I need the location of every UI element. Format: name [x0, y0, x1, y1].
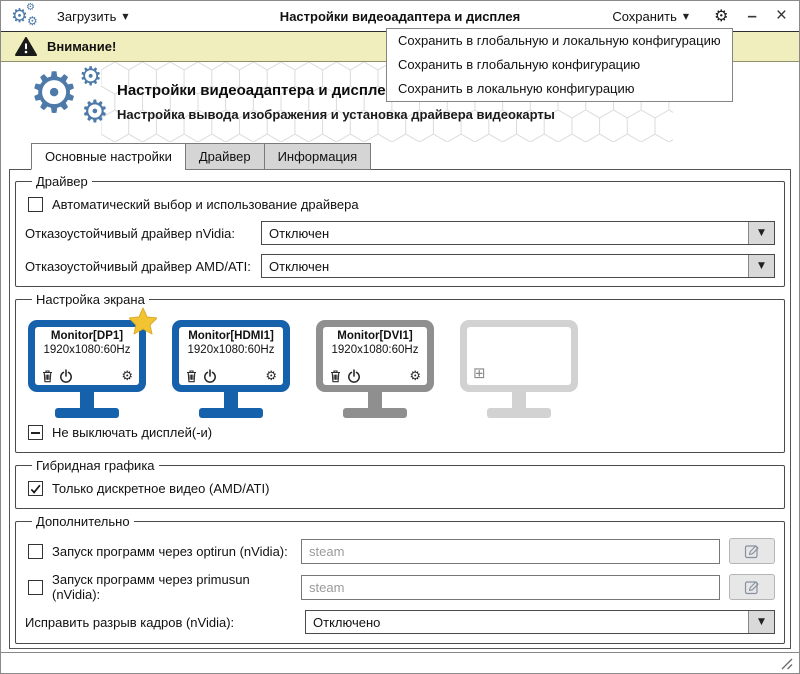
checkmark-icon: [30, 484, 41, 494]
monitor-dvi1[interactable]: Monitor[DVI1] 1920x1080:60Hz ⚙: [316, 320, 434, 418]
failsafe-amd-value: Отключен: [269, 259, 330, 274]
minimize-button[interactable]: –: [747, 5, 757, 25]
failsafe-nvidia-dropdown-button[interactable]: ▼: [748, 222, 774, 244]
chevron-down-icon: ▼: [758, 617, 765, 627]
trash-icon[interactable]: [185, 369, 198, 383]
monitor-resolution: 1920x1080:60Hz: [187, 344, 275, 356]
primusrun-checkbox[interactable]: [28, 579, 43, 595]
app-gears-icon: ⚙⚙⚙: [11, 2, 38, 28]
monitor-gear-icon[interactable]: ⚙: [265, 368, 277, 384]
failsafe-amd-label: Отказоустойчивый драйвер AMD/ATI:: [25, 258, 251, 274]
primusrun-label: Запуск программ через primusun (nVidia):: [52, 572, 250, 602]
tearing-fix-value: Отключено: [313, 615, 381, 630]
keep-display-on-checkbox[interactable]: [28, 425, 43, 440]
tearing-fix-dropdown-button[interactable]: ▼: [748, 611, 774, 633]
window-title: Настройки видеоадаптера и дисплея: [279, 9, 521, 24]
add-monitor-icon[interactable]: ⊞: [473, 364, 486, 382]
menu-item-save-global[interactable]: Сохранить в глобальную конфигурацию: [398, 57, 641, 72]
header-gears-icon: ⚙⚙⚙: [29, 62, 109, 130]
chevron-down-icon: ▼: [122, 11, 129, 21]
settings-gear-icon[interactable]: ⚙: [714, 6, 729, 25]
tab-information[interactable]: Информация: [263, 143, 372, 170]
screen-group: Настройка экрана Monitor[DP1] 1920x1080:…: [15, 292, 785, 453]
discrete-only-label: Только дискретное видео (AMD/ATI): [52, 481, 270, 496]
tab-main-settings[interactable]: Основные настройки: [31, 143, 186, 170]
save-dropdown-menu: Сохранить в глобальную и локальную конфи…: [386, 28, 733, 102]
chevron-down-icon: ▼: [758, 228, 765, 238]
failsafe-amd-select[interactable]: Отключен ▼: [261, 254, 775, 278]
tab-page: Драйвер Автоматический выбор и использов…: [9, 169, 791, 649]
monitor-add-slot[interactable]: ⊞: [460, 320, 578, 418]
primary-star-icon: [129, 307, 157, 335]
save-button[interactable]: Сохранить ▼: [606, 5, 695, 28]
menu-item-save-local[interactable]: Сохранить в локальную конфигурацию: [398, 81, 635, 96]
close-button[interactable]: ×: [775, 5, 787, 27]
toolbar: ⚙⚙⚙ Загрузить ▼ Настройки видеоадаптера …: [1, 1, 799, 32]
power-icon[interactable]: [347, 369, 361, 383]
warning-text: Внимание!: [47, 39, 117, 54]
monitor-resolution: 1920x1080:60Hz: [43, 344, 131, 356]
chevron-down-icon: ▼: [682, 11, 690, 21]
monitor-name: Monitor[DP1]: [50, 330, 124, 342]
load-button[interactable]: Загрузить ▼: [51, 5, 135, 28]
monitor-hdmi1[interactable]: Monitor[HDMI1] 1920x1080:60Hz ⚙: [172, 320, 290, 418]
monitor-gear-icon[interactable]: ⚙: [409, 368, 421, 384]
hybrid-group: Гибридная графика Только дискретное виде…: [15, 458, 785, 509]
page-title: Настройки видеоадаптера и дисплея: [117, 82, 395, 99]
discrete-only-checkbox[interactable]: [28, 481, 43, 496]
monitor-name: Monitor[DVI1]: [337, 330, 413, 342]
failsafe-nvidia-value: Отключен: [269, 226, 330, 241]
primusrun-edit-button[interactable]: [729, 574, 775, 600]
screen-group-legend: Настройка экрана: [36, 292, 145, 307]
hybrid-group-legend: Гибридная графика: [36, 458, 155, 473]
optirun-command-input[interactable]: [301, 538, 720, 564]
warning-icon: [15, 37, 37, 56]
failsafe-nvidia-select[interactable]: Отключен ▼: [261, 221, 775, 245]
driver-group-legend: Драйвер: [36, 174, 88, 189]
save-button-label: Сохранить: [612, 8, 677, 24]
driver-group: Драйвер Автоматический выбор и использов…: [15, 174, 785, 287]
auto-driver-checkbox[interactable]: [28, 197, 43, 212]
chevron-down-icon: ▼: [758, 261, 765, 271]
primusrun-command-input[interactable]: [301, 574, 720, 600]
trash-icon[interactable]: [41, 369, 54, 383]
keep-display-on-label: Не выключать дисплей(-и): [52, 425, 213, 440]
power-icon[interactable]: [203, 369, 217, 383]
edit-pencil-icon: [744, 545, 759, 559]
status-bar: [1, 652, 799, 673]
failsafe-amd-dropdown-button[interactable]: ▼: [748, 255, 774, 277]
trash-icon[interactable]: [329, 369, 342, 383]
page-subtitle: Настройка вывода изображения и установка…: [117, 107, 555, 122]
failsafe-nvidia-label: Отказоустойчивый драйвер nVidia:: [25, 225, 235, 241]
menu-item-save-global-and-local[interactable]: Сохранить в глобальную и локальную конфи…: [398, 33, 721, 48]
power-icon[interactable]: [59, 369, 73, 383]
edit-pencil-icon: [744, 581, 759, 595]
monitor-resolution: 1920x1080:60Hz: [331, 344, 419, 356]
auto-driver-label: Автоматический выбор и использование дра…: [52, 197, 359, 212]
monitor-name: Monitor[HDMI1]: [188, 330, 274, 342]
resize-grip[interactable]: [779, 656, 793, 670]
optirun-edit-button[interactable]: [729, 538, 775, 564]
monitor-gear-icon[interactable]: ⚙: [121, 368, 133, 384]
extra-group: Дополнительно Запуск программ через opti…: [15, 514, 785, 644]
tab-driver[interactable]: Драйвер: [184, 143, 265, 170]
monitor-dp1[interactable]: Monitor[DP1] 1920x1080:60Hz ⚙: [28, 307, 157, 418]
monitor-list: Monitor[DP1] 1920x1080:60Hz ⚙: [28, 307, 775, 418]
load-button-label: Загрузить: [57, 8, 117, 24]
tearing-fix-select[interactable]: Отключено ▼: [305, 610, 775, 634]
tearing-fix-label: Исправить разрыв кадров (nVidia):: [25, 614, 235, 630]
optirun-label: Запуск программ через optirun (nVidia):: [52, 543, 288, 559]
optirun-checkbox[interactable]: [28, 543, 43, 559]
tab-bar: Основные настройки Драйвер Информация: [1, 142, 799, 170]
extra-group-legend: Дополнительно: [36, 514, 130, 529]
